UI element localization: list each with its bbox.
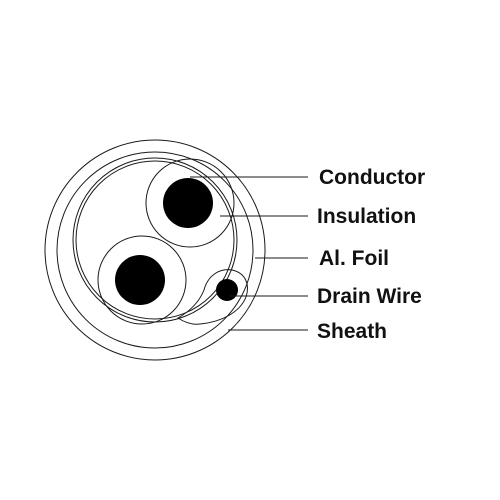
lower-insulation-circle <box>97 235 187 325</box>
foil-label: Al. Foil <box>319 247 389 270</box>
al-foil-inner <box>75 160 235 320</box>
insulation-label: Insulation <box>317 205 416 228</box>
drain-wire-core <box>216 279 238 301</box>
sheath-outer-circle <box>44 139 266 361</box>
upper-insulation-circle <box>145 158 235 248</box>
lower-conductor-core <box>115 255 165 305</box>
sheath-label: Sheath <box>317 320 387 343</box>
sheath-inner-circle <box>56 151 254 349</box>
conductor-label: Conductor <box>319 166 425 189</box>
upper-conductor-core <box>163 178 213 228</box>
drain-wire-label: Drain Wire <box>317 285 422 308</box>
foil-drain-wire-wrap <box>177 269 248 325</box>
